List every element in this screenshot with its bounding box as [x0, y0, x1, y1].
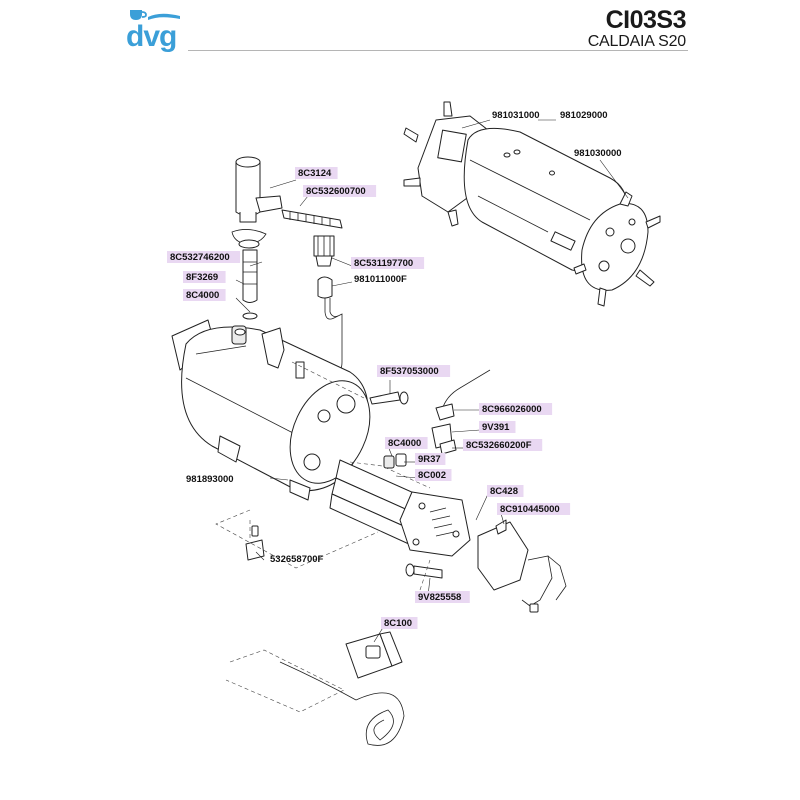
part-number-text: 8C4000: [186, 290, 219, 301]
part-label[interactable]: 8C428: [487, 485, 524, 497]
label-highlight: [377, 365, 451, 377]
part-label[interactable]: 981893000: [186, 474, 234, 485]
part-number-text: 9V825558: [418, 592, 461, 603]
label-highlight: [381, 617, 418, 629]
part-label[interactable]: 8C3124: [295, 167, 338, 179]
label-highlight: [415, 453, 446, 465]
part-number-text: 532658700F: [270, 554, 324, 565]
label-highlight: [183, 289, 226, 301]
part-number-text: 981893000: [186, 474, 234, 485]
part-number-text: 9V391: [482, 422, 510, 433]
part-label[interactable]: 981011000F: [354, 274, 407, 285]
label-highlight: [415, 469, 452, 481]
part-label[interactable]: 8C531197700: [351, 257, 425, 269]
label-highlight: [415, 591, 470, 603]
part-number-text: 8C532600700: [306, 186, 366, 197]
pressure-switch-stack: [231, 156, 283, 320]
part-label[interactable]: 8F3269: [183, 271, 226, 283]
label-highlight: [463, 439, 543, 451]
label-highlight: [385, 437, 428, 449]
header-divider: [188, 50, 688, 51]
label-highlight: [497, 503, 571, 515]
label-highlight: [303, 185, 377, 197]
label-highlight: [183, 271, 226, 283]
part-number-text: 8C100: [384, 618, 412, 629]
part-label[interactable]: 8C532746200: [167, 251, 241, 263]
element-cover: [477, 519, 567, 613]
part-label[interactable]: 9R37: [415, 453, 446, 465]
part-label[interactable]: 8C002: [415, 469, 452, 481]
part-label[interactable]: 8C532660200F: [463, 439, 543, 451]
part-number-text: 8C966026000: [482, 404, 542, 415]
part-label[interactable]: 8C532600700: [303, 185, 377, 197]
sensor-stack: [281, 209, 343, 373]
label-highlight: [479, 403, 553, 415]
brand-wordmark: dvg: [126, 20, 177, 53]
part-number-text: 981011000F: [354, 274, 407, 285]
part-number-text: 8C910445000: [500, 504, 560, 515]
part-number-text: 8C531197700: [354, 258, 413, 269]
assembly-line: [419, 559, 431, 591]
part-number-text: 8C4000: [388, 438, 421, 449]
part-label[interactable]: 981030000: [574, 148, 622, 159]
label-highlight: [351, 257, 425, 269]
part-label[interactable]: 8C4000: [183, 289, 226, 301]
part-number-text: 981029000: [560, 110, 608, 121]
label-highlight: [295, 167, 338, 179]
small-fittings: [245, 369, 491, 579]
part-number-text: 8C532660200F: [466, 440, 532, 451]
part-label[interactable]: 9V825558: [415, 591, 470, 603]
part-label[interactable]: 8C100: [381, 617, 418, 629]
label-highlight: [479, 421, 516, 433]
label-highlight: [487, 485, 524, 497]
part-label[interactable]: 981029000: [560, 110, 608, 121]
label-highlight: [167, 251, 241, 263]
part-label[interactable]: 8F537053000: [377, 365, 451, 377]
insulation-assembly: [403, 101, 661, 307]
boiler-body: [171, 319, 371, 501]
part-label[interactable]: 532658700F: [270, 554, 324, 565]
catalog-code: CI03S3: [605, 6, 687, 34]
part-number-text: 8F537053000: [380, 366, 439, 377]
part-label[interactable]: 8C966026000: [479, 403, 553, 415]
part-label[interactable]: 9V391: [479, 421, 516, 433]
part-number-text: 8C532746200: [170, 252, 230, 263]
part-number-text: 9R37: [418, 454, 441, 465]
part-number-text: 8C428: [490, 486, 518, 497]
part-label[interactable]: 8C910445000: [497, 503, 571, 515]
part-label[interactable]: 8C4000: [385, 437, 428, 449]
end-plate-right: [573, 191, 661, 307]
part-number-text: 981031000: [492, 110, 540, 121]
coffee-cup-icon: [130, 10, 180, 20]
model-title: CALDAIA S20: [587, 33, 687, 50]
assembly-line: [225, 649, 345, 713]
heating-element: [329, 453, 471, 557]
part-number-text: 8C3124: [298, 168, 332, 179]
part-number-text: 8F3269: [186, 272, 218, 283]
thermostat: [279, 631, 405, 746]
assembly-line: [349, 461, 431, 489]
part-number-labels: 981031000 981029000 981030000 8C3124 8C5…: [167, 110, 622, 629]
part-number-text: 981030000: [574, 148, 622, 159]
part-label[interactable]: 981031000: [492, 110, 540, 121]
part-number-text: 8C002: [418, 470, 446, 481]
